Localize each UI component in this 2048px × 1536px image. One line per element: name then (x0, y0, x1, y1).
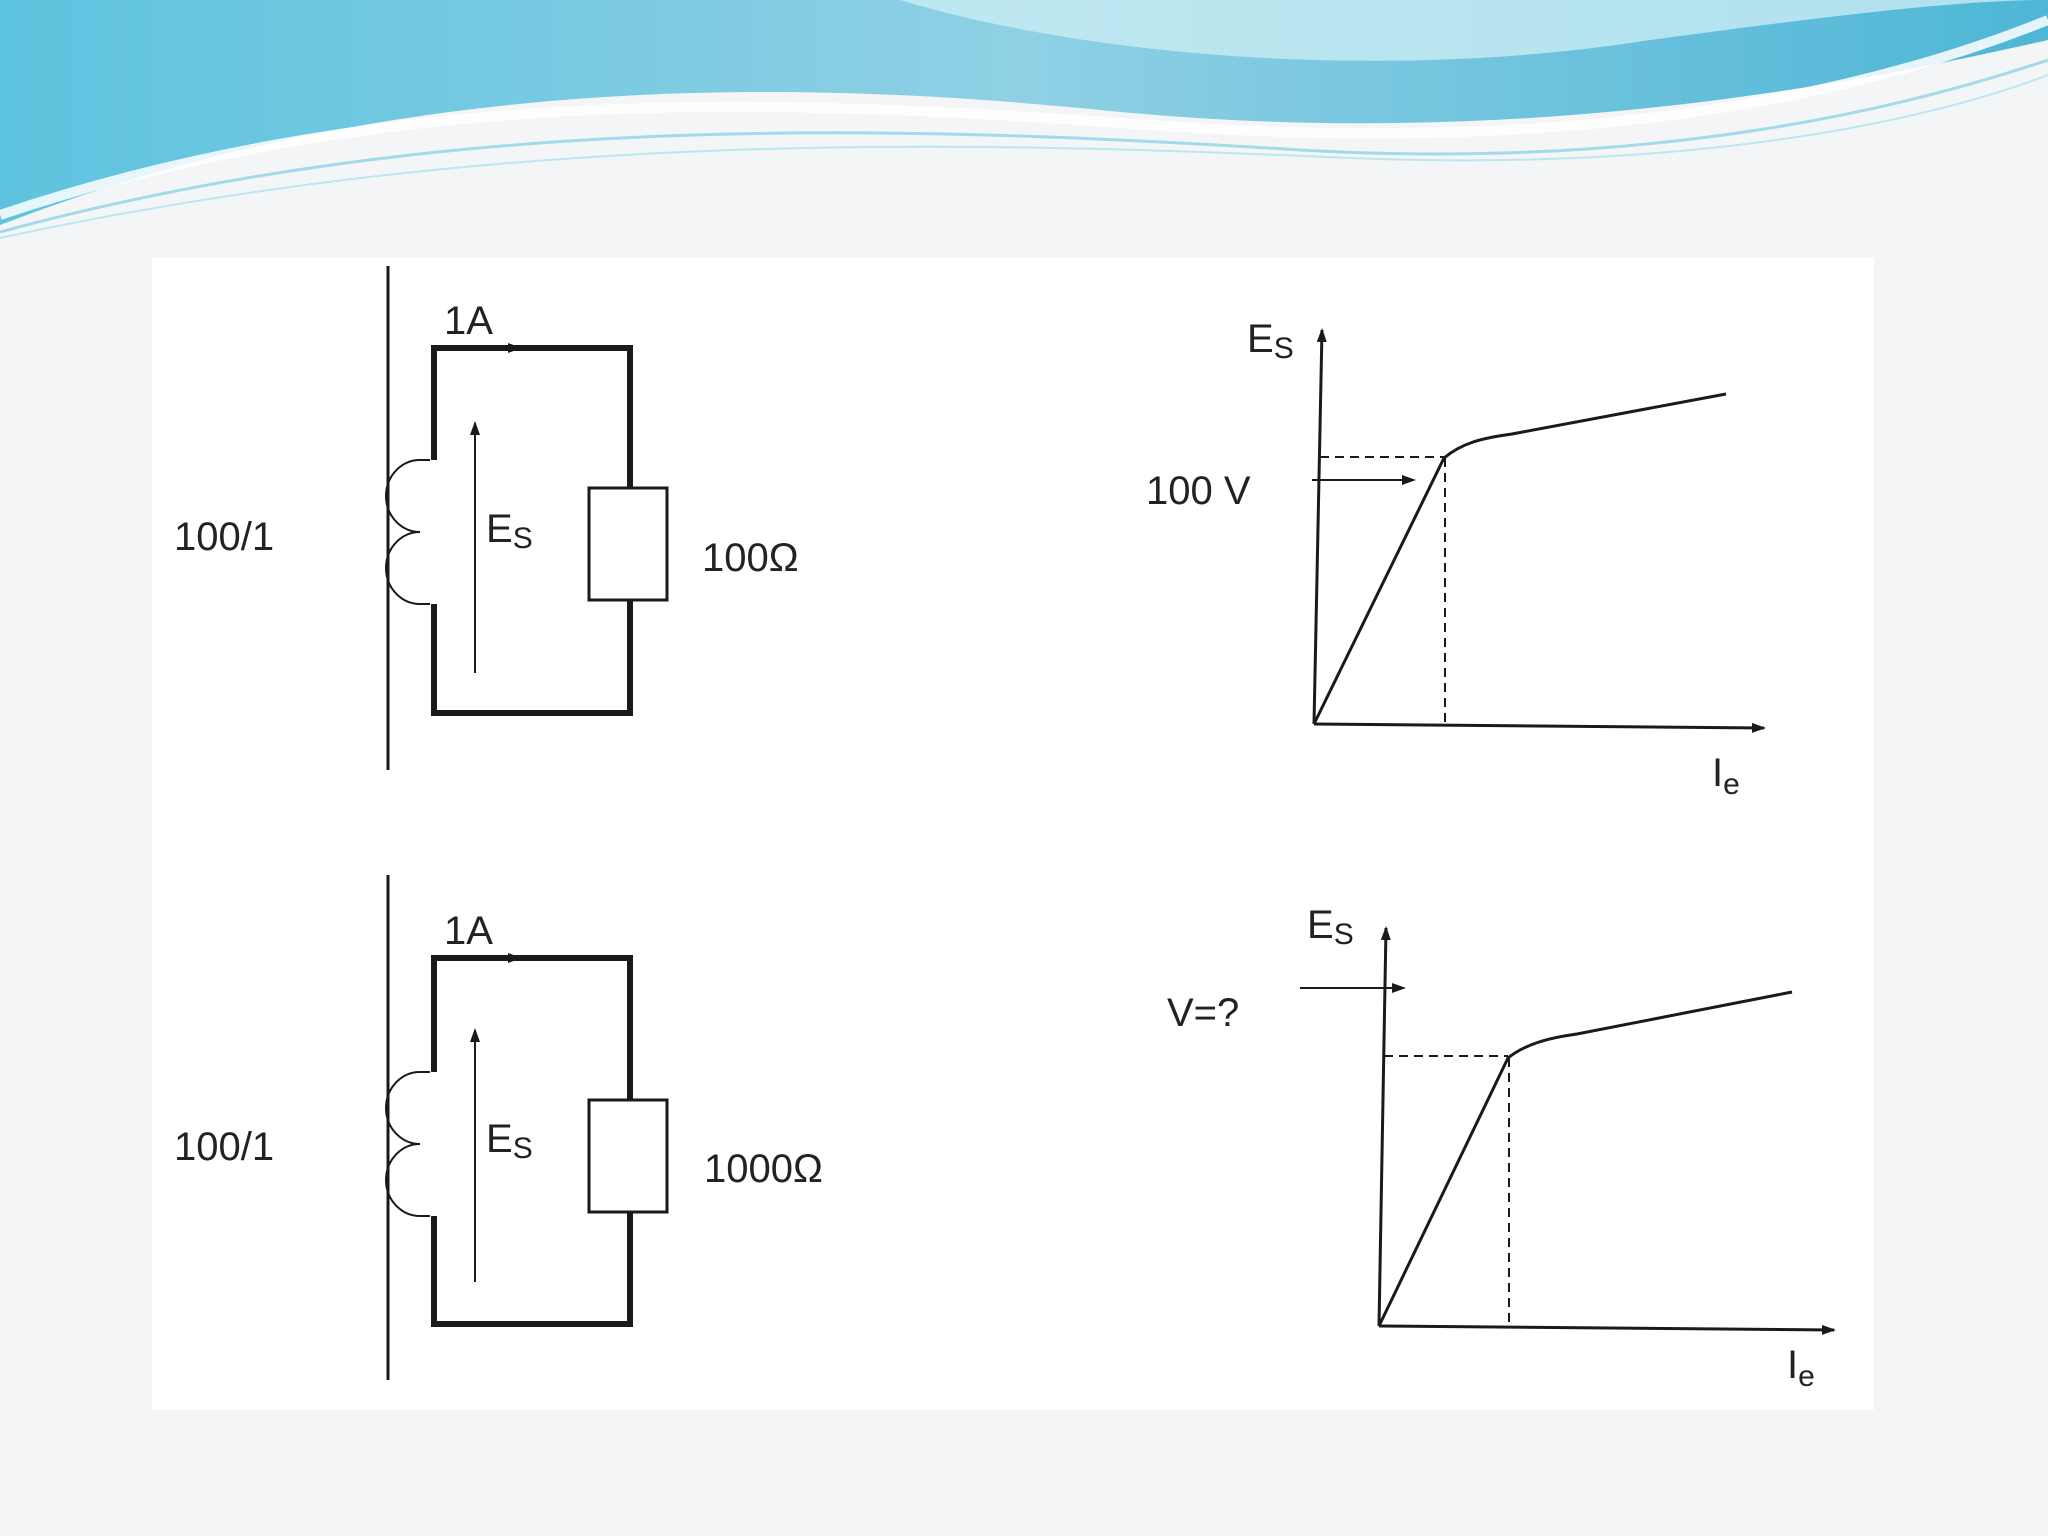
bottom-burden-resistor (587, 1098, 669, 1214)
top-circuit (385, 266, 669, 770)
bottom-graph-x-axis (1378, 1324, 1836, 1335)
header-wave-banner (0, 0, 2048, 239)
bottom-graph-x-label: Ie (1787, 1343, 1815, 1393)
top-secondary-coil (385, 459, 430, 605)
top-emf-label: ES (486, 507, 533, 555)
top-loop-wire (431, 345, 633, 716)
bottom-current-label: 1A (444, 909, 493, 953)
top-graph (1312, 328, 1766, 733)
bottom-ratio-label: 100/1 (174, 1125, 274, 1169)
bottom-circuit (385, 875, 669, 1380)
bottom-graph-y-label: ES (1307, 903, 1354, 951)
bottom-secondary-coil (385, 1071, 430, 1217)
top-graph-x-label: Ie (1712, 751, 1740, 801)
top-burden-label: 100Ω (702, 536, 799, 580)
top-magnetization-curve (1312, 392, 1727, 725)
top-graph-x-axis (1313, 722, 1766, 733)
top-voltage-marker: 100 V (1146, 469, 1251, 513)
bottom-loop-wire (431, 955, 633, 1327)
bottom-graph (1300, 926, 1836, 1335)
top-ratio-label: 100/1 (174, 515, 274, 559)
bottom-voltage-marker: V=? (1167, 991, 1239, 1035)
ct-saturation-diagram: 1A 100/1 ES 100Ω ES Ie 100 V 1A 100/1 ES… (174, 266, 1836, 1393)
diagram-panel: 1A 100/1 ES 100Ω ES Ie 100 V 1A 100/1 ES… (152, 258, 1874, 1410)
top-graph-y-axis (1312, 328, 1327, 725)
top-graph-y-label: ES (1247, 317, 1294, 365)
top-burden-resistor (587, 486, 669, 602)
top-current-label: 1A (444, 299, 493, 343)
bottom-graph-y-axis (1377, 926, 1391, 1327)
bottom-burden-label: 1000Ω (704, 1147, 823, 1191)
bottom-magnetization-curve (1377, 990, 1793, 1327)
bottom-emf-label: ES (486, 1117, 533, 1165)
